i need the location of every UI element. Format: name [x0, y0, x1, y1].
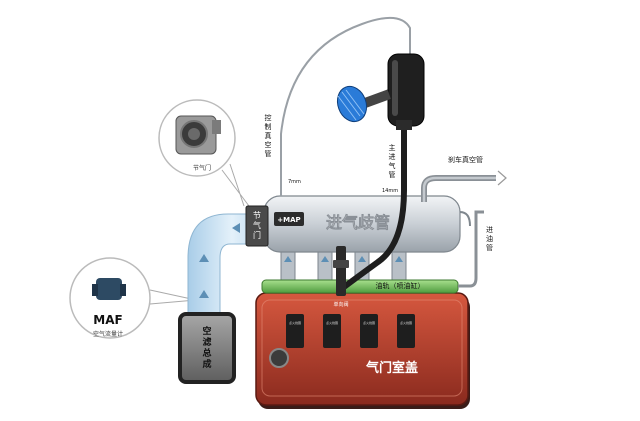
- coil: 点火线圈: [286, 314, 304, 348]
- svg-text:进: 进: [389, 153, 396, 161]
- svg-text:节: 节: [253, 211, 261, 220]
- air-filter-label: 空 滤 总 成: [202, 325, 211, 370]
- map-sensor-label: +MAP: [277, 216, 300, 224]
- main-intake-label: 主 进 气 管: [389, 143, 396, 179]
- svg-text:点火线圈: 点火线圈: [326, 320, 338, 325]
- hose-size-7mm: 7mm: [288, 179, 301, 185]
- check-valve-label: 单向阀: [333, 301, 348, 308]
- manifold-title: 进气歧管: [326, 213, 390, 232]
- air-filter-box: 空 滤 总 成: [178, 312, 236, 384]
- intake-manifold: 节 气 门 +MAP 进气歧管: [245, 195, 471, 253]
- breather-filter: [336, 85, 391, 123]
- svg-text:管: 管: [486, 243, 493, 252]
- coil: 点火线圈: [360, 314, 378, 348]
- control-vacuum-hose: 控 制 真 空 管 7mm: [265, 17, 411, 196]
- svg-text:油: 油: [486, 234, 493, 243]
- svg-text:点火线圈: 点火线圈: [363, 320, 375, 325]
- catch-can: [336, 53, 425, 130]
- fuel-rail-label: 油轨（喷油缸）: [376, 281, 425, 290]
- throttle-callout: 节气门: [158, 99, 253, 211]
- fuel-inlet-pipe: 进 油 管: [458, 210, 493, 288]
- svg-text:空: 空: [265, 140, 272, 149]
- svg-text:门: 门: [253, 230, 261, 240]
- maf-caption: 空气流量计: [93, 330, 123, 338]
- check-valve: 单向阀: [333, 246, 349, 308]
- valve-cover-label: 气门室盖: [366, 360, 418, 376]
- throttle-body-icon: [175, 115, 221, 155]
- svg-text:气: 气: [253, 220, 261, 230]
- fuel-inlet-label: 进 油 管: [486, 226, 493, 252]
- maf-callout: MAF 空气流量计: [69, 257, 197, 339]
- svg-text:成: 成: [202, 358, 211, 370]
- svg-text:进: 进: [486, 226, 493, 234]
- ignition-coils: 点火线圈 点火线圈 点火线圈 点火线圈: [286, 314, 415, 348]
- fuel-rail: 油轨（喷油缸）: [261, 279, 459, 294]
- svg-text:气: 气: [389, 161, 396, 170]
- svg-text:制: 制: [265, 122, 272, 131]
- coil: 点火线圈: [323, 314, 341, 348]
- svg-text:滤: 滤: [202, 336, 211, 348]
- svg-text:点火线圈: 点火线圈: [400, 320, 412, 325]
- brake-vacuum-label: 刹车真空管: [448, 155, 483, 164]
- valve-cover: 气门室盖: [255, 292, 470, 409]
- svg-text:管: 管: [265, 149, 272, 158]
- svg-text:总: 总: [202, 347, 211, 359]
- hose-size-14mm: 14mm: [382, 188, 398, 194]
- throttle-box-label: 节 气 门: [253, 211, 261, 240]
- brake-vacuum-hose: 刹车真空管: [421, 155, 507, 202]
- svg-text:真: 真: [265, 131, 272, 140]
- control-vacuum-label: 控 制 真 空 管: [265, 113, 272, 158]
- svg-text:点火线圈: 点火线圈: [289, 320, 301, 325]
- throttle-caption: 节气门: [193, 164, 211, 172]
- maf-title: MAF: [93, 313, 122, 327]
- maf-sensor-icon: [92, 278, 126, 300]
- coil: 点火线圈: [397, 314, 415, 348]
- svg-text:控: 控: [265, 113, 272, 122]
- svg-text:空: 空: [202, 325, 211, 337]
- svg-text:管: 管: [389, 170, 396, 179]
- main-intake-hose: 主 进 气 管 14mm: [338, 122, 407, 293]
- svg-text:主: 主: [389, 143, 396, 152]
